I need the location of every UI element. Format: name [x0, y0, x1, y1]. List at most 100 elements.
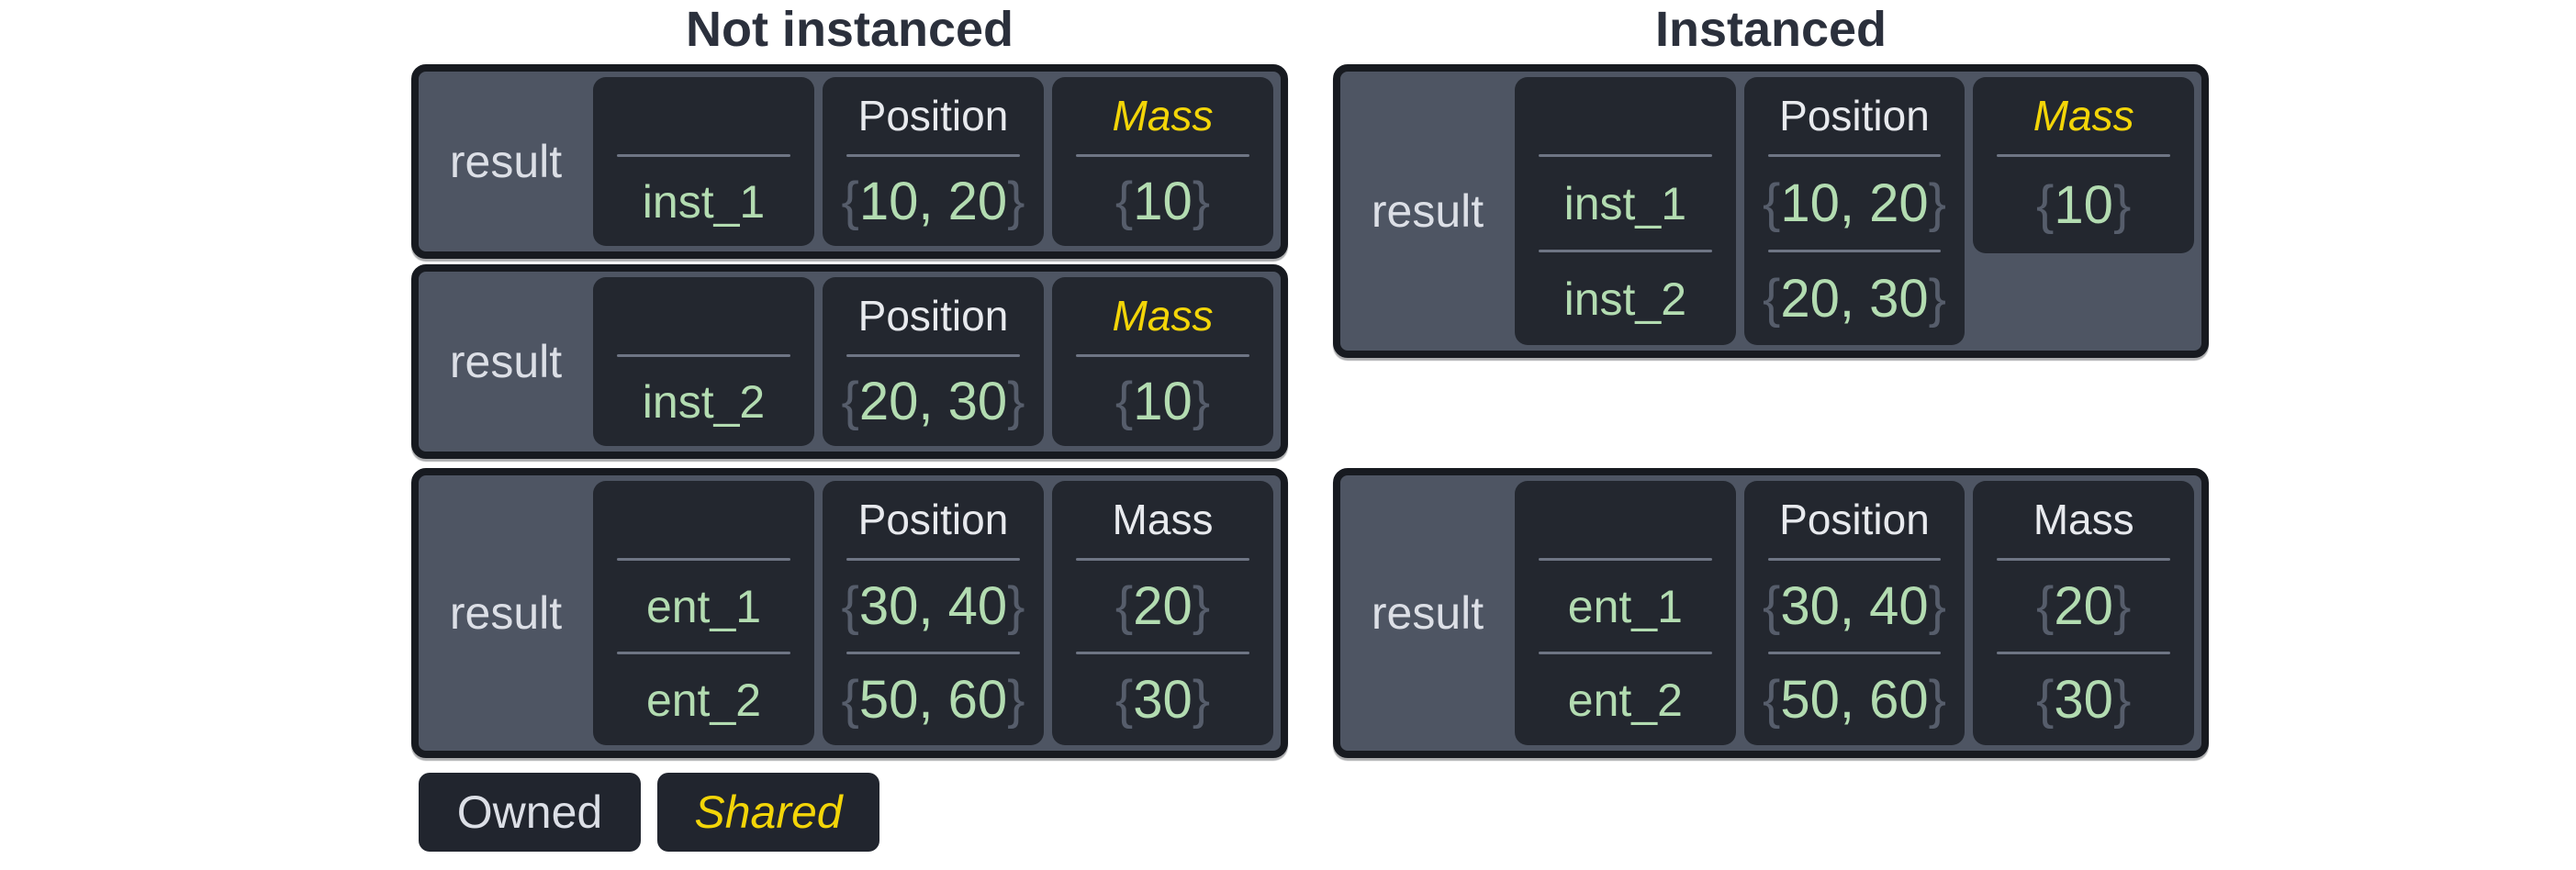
- value-text: 10, 20: [1780, 173, 1929, 233]
- entity-id: ent_2: [593, 654, 814, 745]
- brace-close: }: [1928, 269, 1947, 329]
- brace-close: }: [1928, 576, 1947, 636]
- position-column: Position {30, 40} {50, 60}: [823, 481, 1044, 745]
- columns: ent_1 ent_2 Position {30, 40} {50, 60} M…: [593, 481, 1273, 745]
- position-column: Position {10, 20} {20, 30}: [1743, 77, 1966, 345]
- result-table-inst2: result inst_2 Position {20, 30} Mass {10…: [411, 264, 1288, 459]
- entity-column: ent_1 ent_2: [593, 481, 814, 745]
- position-value: {20, 30}: [823, 357, 1044, 446]
- row-divider: [1539, 250, 1712, 252]
- result-table-instanced: result inst_1 inst_2 Position {10, 20} {…: [1333, 64, 2209, 358]
- brace-close: }: [2112, 670, 2132, 730]
- brace-open: {: [841, 670, 859, 730]
- result-label: result: [1371, 587, 1484, 639]
- value-text: 30: [2054, 670, 2113, 730]
- brace-close: }: [1007, 172, 1025, 231]
- section-title-instanced: Instanced: [1654, 2, 1887, 57]
- mass-value: {20}: [1052, 561, 1273, 652]
- row-divider: [617, 652, 790, 654]
- brace-close: }: [1928, 670, 1947, 730]
- column-header: Position: [857, 292, 1009, 340]
- brace-close: }: [1007, 372, 1025, 431]
- mass-value: {30}: [1052, 654, 1273, 745]
- position-value: {30, 40}: [823, 561, 1044, 652]
- mass-value: {10}: [1052, 157, 1273, 246]
- entity-id: inst_2: [1515, 252, 1736, 345]
- brace-open: {: [1763, 670, 1781, 730]
- brace-open: {: [1763, 269, 1781, 329]
- position-value: {20, 30}: [1744, 252, 1966, 345]
- brace-close: }: [1192, 576, 1211, 636]
- brace-close: }: [1192, 372, 1211, 431]
- entity-column: inst_1 inst_2: [1515, 77, 1736, 345]
- section-title-not-instanced: Not instanced: [685, 2, 1014, 57]
- entity-column: ent_1 ent_2: [1515, 481, 1736, 745]
- brace-open: {: [2036, 670, 2055, 730]
- header-divider: [1767, 154, 1942, 157]
- header-divider: [617, 354, 790, 357]
- value-text: 20: [2054, 576, 2113, 636]
- header-divider: [1076, 558, 1249, 561]
- mass-column: Mass {10}: [1052, 277, 1273, 446]
- header-divider: [846, 558, 1020, 561]
- header-divider: [1997, 154, 2171, 157]
- column-header: Position: [1779, 496, 1930, 543]
- position-value: {10, 20}: [1744, 157, 1966, 250]
- value-text: inst_1: [1563, 177, 1687, 229]
- mass-column: Mass {20} {30}: [1973, 481, 2195, 745]
- position-column: Position {30, 40} {50, 60}: [1743, 481, 1966, 745]
- value-text: 20, 30: [858, 372, 1008, 431]
- mass-column: Mass {20} {30}: [1052, 481, 1273, 745]
- row-divider: [1767, 250, 1942, 252]
- brace-close: }: [1928, 173, 1947, 233]
- value-text: 10: [1133, 172, 1193, 231]
- value-text: inst_2: [642, 375, 766, 428]
- legend-shared: Shared: [657, 773, 879, 852]
- header-divider: [1997, 558, 2171, 561]
- value-text: 10: [2054, 175, 2113, 235]
- brace-open: {: [841, 372, 859, 431]
- row-divider: [1997, 652, 2171, 654]
- entity-id: inst_2: [593, 357, 814, 446]
- column-header-shared: Mass: [1112, 92, 1214, 139]
- header-divider: [1076, 354, 1249, 357]
- entity-column: inst_1: [593, 77, 814, 246]
- result-table-entities-right: result ent_1 ent_2 Position {30, 40} {50…: [1333, 468, 2209, 758]
- brace-close: }: [1192, 670, 1211, 730]
- columns: inst_1 Position {10, 20} Mass {10}: [593, 77, 1273, 246]
- brace-open: {: [1114, 172, 1134, 231]
- value-text: 10: [1133, 372, 1193, 431]
- entity-id: ent_1: [1515, 561, 1736, 652]
- row-divider: [1767, 652, 1942, 654]
- mass-value: {20}: [1973, 561, 2194, 652]
- brace-open: {: [1763, 576, 1781, 636]
- brace-close: }: [2112, 175, 2132, 235]
- result-label: result: [449, 336, 563, 387]
- brace-open: {: [1114, 576, 1134, 636]
- column-header: [593, 481, 814, 558]
- value-text: 30, 40: [858, 576, 1008, 636]
- mass-column-shared: Mass {10}: [1973, 77, 2195, 253]
- row-divider: [1076, 652, 1249, 654]
- column-header: [593, 277, 814, 354]
- header-divider: [1539, 154, 1712, 157]
- column-header: Mass: [1112, 496, 1214, 543]
- position-column: Position {20, 30}: [823, 277, 1044, 446]
- legend-owned: Owned: [419, 773, 641, 852]
- brace-close: }: [1007, 670, 1025, 730]
- column-header-shared: Mass: [1112, 292, 1214, 340]
- header-divider: [846, 154, 1020, 157]
- column-header: Position: [857, 92, 1009, 139]
- header-divider: [1539, 558, 1712, 561]
- header-divider: [617, 154, 790, 157]
- brace-open: {: [841, 576, 859, 636]
- value-text: 20, 30: [1780, 269, 1929, 329]
- result-table-inst1: result inst_1 Position {10, 20} Mass {10…: [411, 64, 1288, 259]
- result-label: result: [449, 136, 563, 187]
- entity-id: inst_1: [593, 157, 814, 246]
- entity-id: inst_1: [1515, 157, 1736, 250]
- value-text: inst_1: [642, 175, 766, 228]
- value-text: 30, 40: [1780, 576, 1929, 636]
- value-text: 30: [1133, 670, 1193, 730]
